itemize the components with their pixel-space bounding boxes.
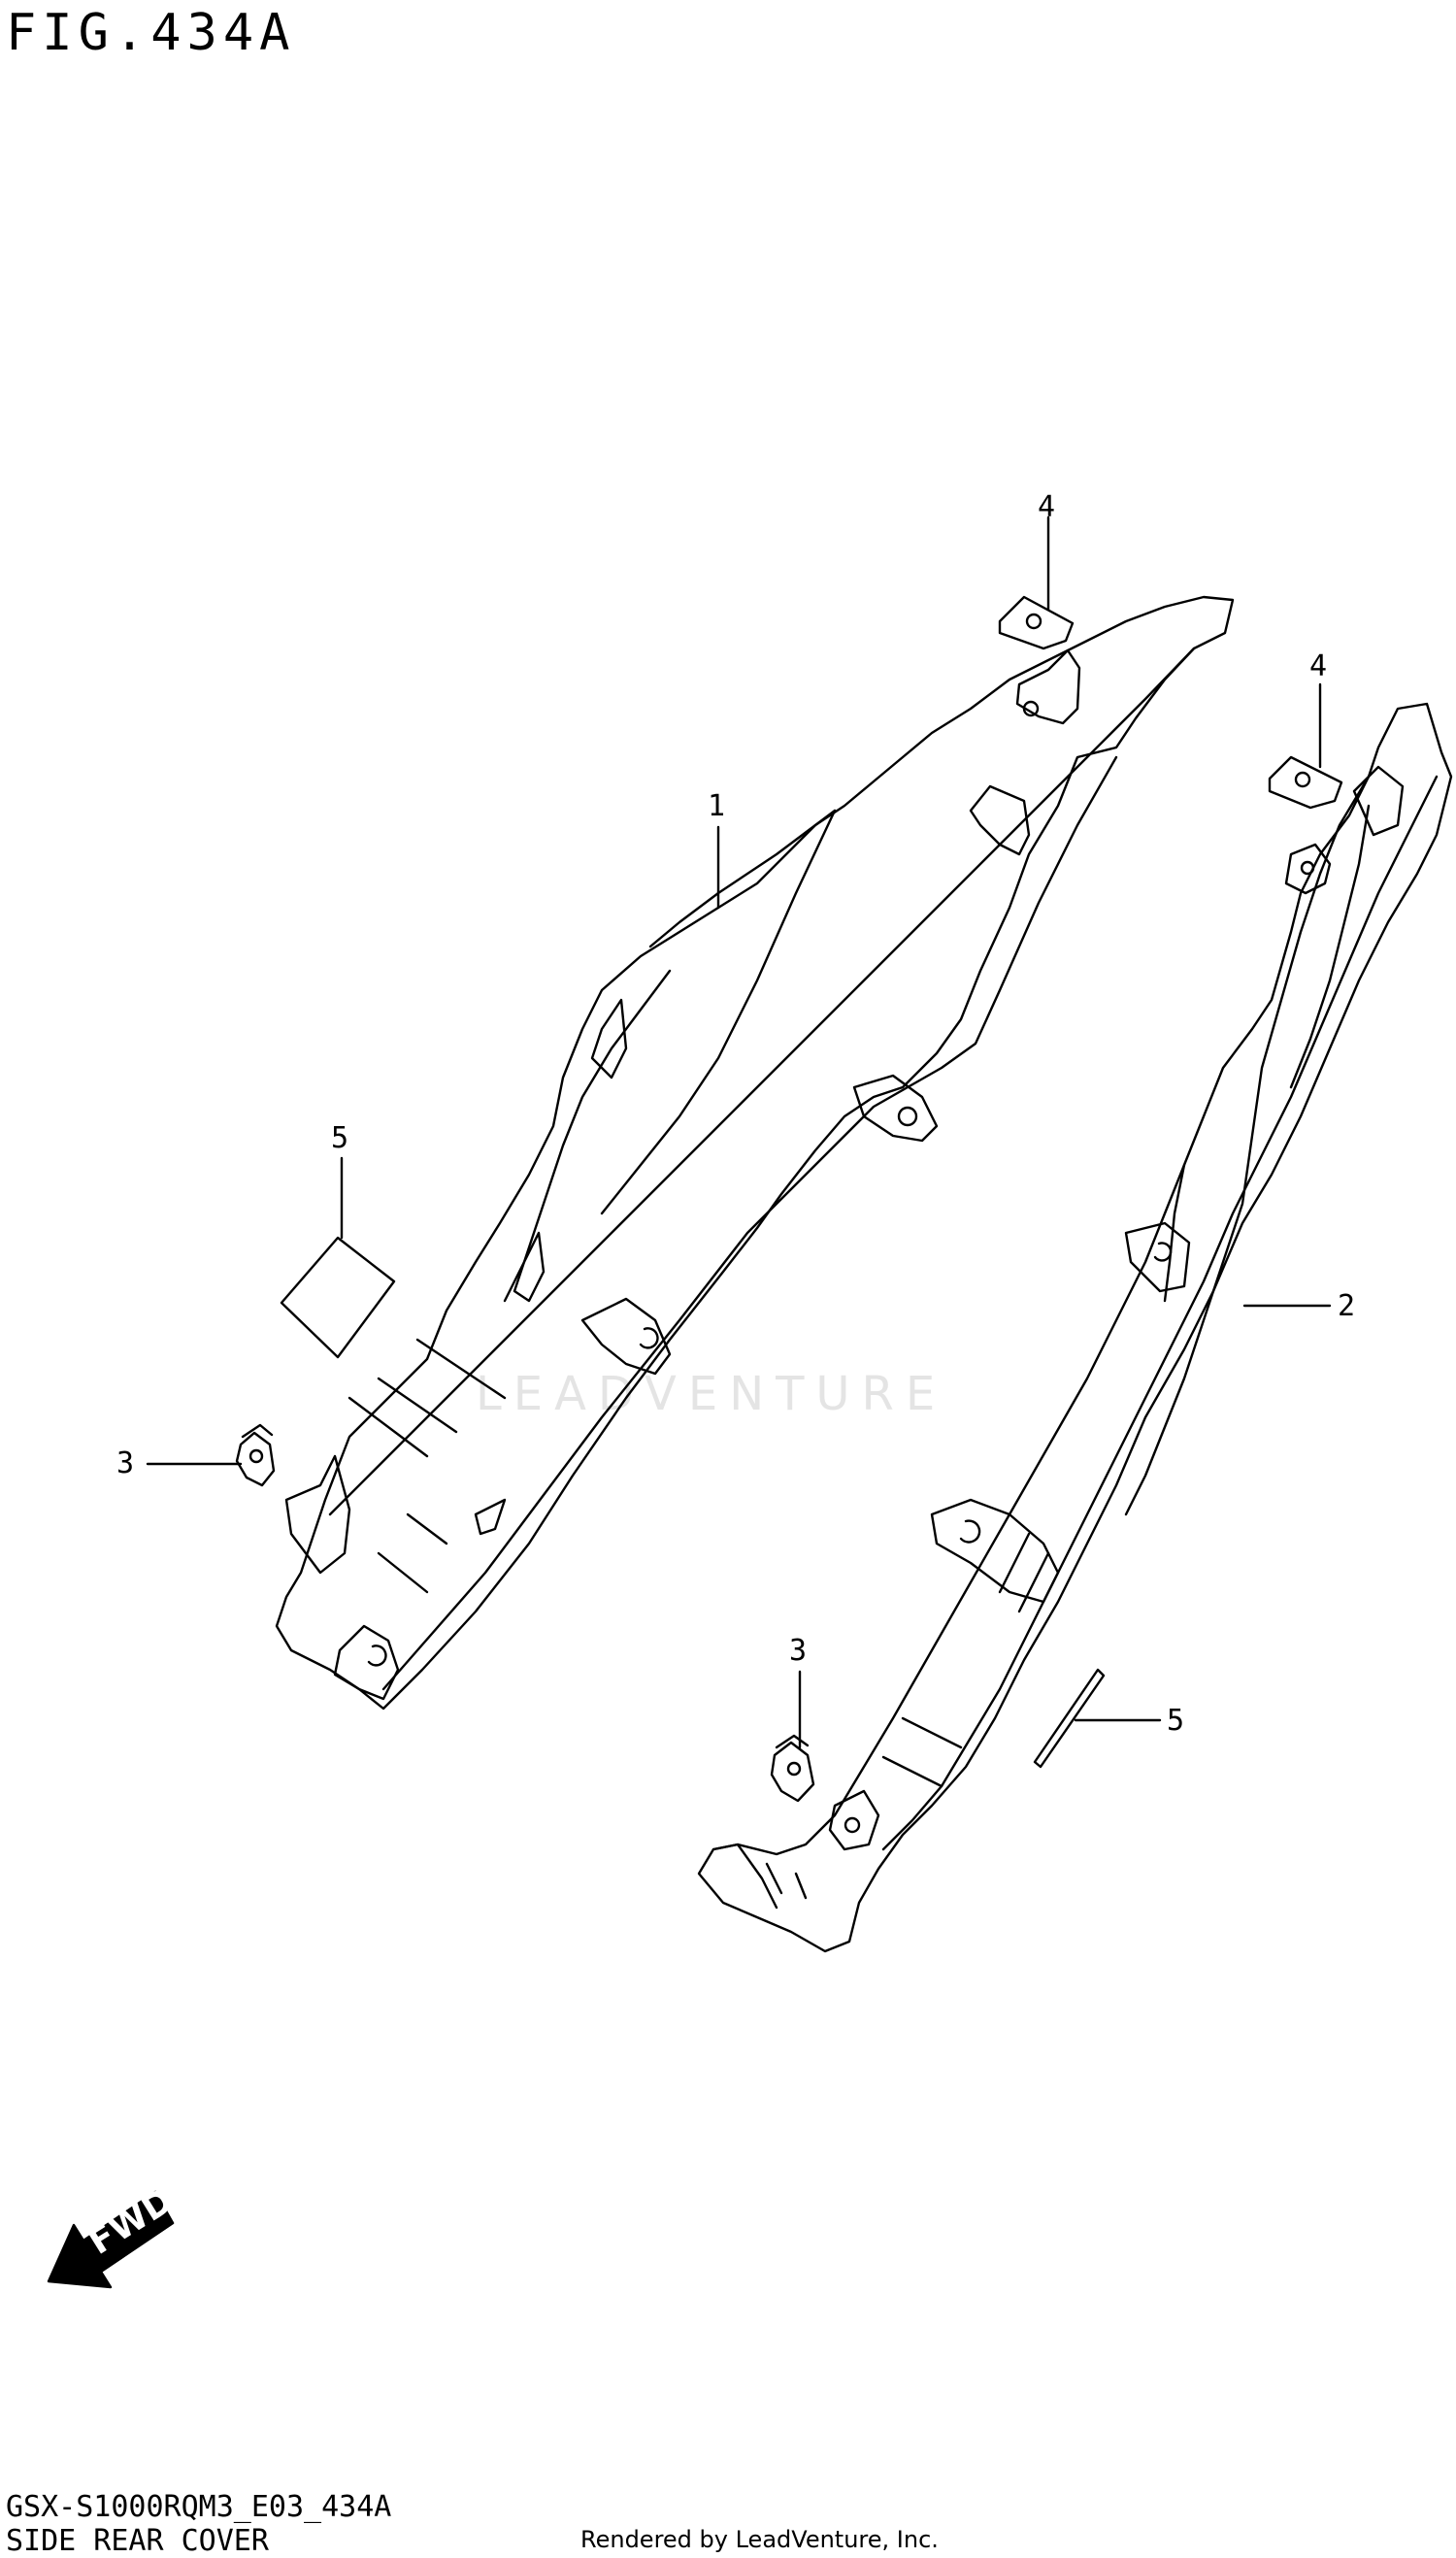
- callout-3-right: 3: [789, 1634, 808, 1668]
- fwd-arrow-icon: [47, 2190, 175, 2289]
- part-4-clip-left: [998, 595, 1075, 650]
- watermark: LEADVENTURE: [476, 1367, 947, 1421]
- leader-lines: [146, 515, 1332, 1749]
- callout-4-right: 4: [1309, 649, 1328, 683]
- callout-1: 1: [708, 789, 726, 823]
- part-4-clip-right: [1268, 755, 1343, 810]
- model-code: GSX-S1000RQM3_E03_434A: [6, 2490, 392, 2524]
- callout-2: 2: [1338, 1289, 1356, 1323]
- part-3-clip-right: [770, 1734, 815, 1803]
- figure-subtitle: SIDE REAR COVER: [6, 2524, 269, 2558]
- callout-3-left: 3: [116, 1446, 135, 1480]
- part-2-right-cover: [697, 702, 1453, 1953]
- callout-4-left: 4: [1038, 490, 1056, 524]
- callout-5-right: 5: [1167, 1704, 1185, 1738]
- figure-title: FIG.434A: [6, 4, 296, 62]
- part-3-clip-left: [235, 1423, 276, 1487]
- part-1-left-cover: [275, 595, 1235, 1711]
- part-5-pad-left: [280, 1236, 396, 1359]
- part-5-pad-right: [1033, 1668, 1106, 1769]
- callout-5-left: 5: [331, 1121, 349, 1155]
- rendered-by-credit: Rendered by LeadVenture, Inc.: [580, 2526, 939, 2553]
